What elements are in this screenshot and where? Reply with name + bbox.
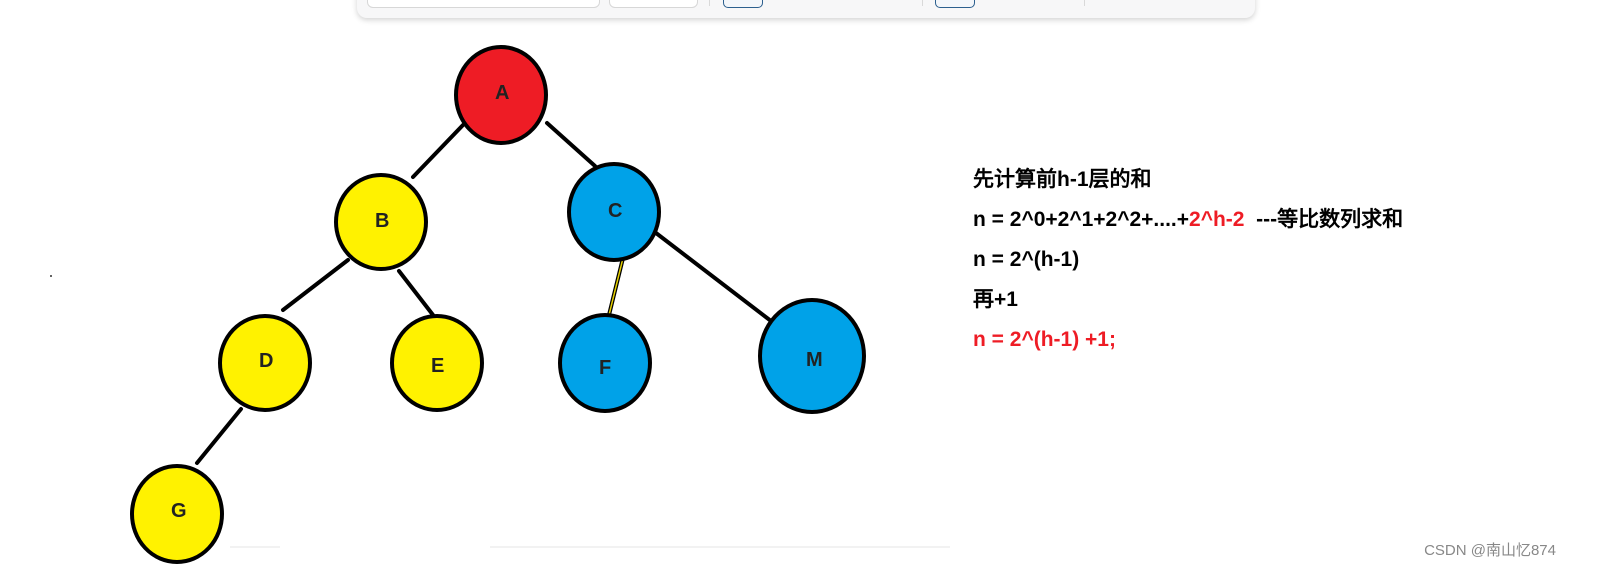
edge-b-e	[397, 269, 435, 317]
node-f: F	[558, 313, 652, 413]
node-m: M	[758, 298, 866, 414]
formula-line-3-text: n = 2^(h-1)	[973, 248, 1080, 271]
node-circle-c	[567, 162, 661, 262]
edge-d-g	[195, 407, 243, 465]
tree-edges	[195, 121, 773, 465]
toolbar-separator	[1084, 0, 1085, 6]
edge-c-m	[654, 231, 773, 323]
edge-highlight-c-f	[608, 257, 624, 316]
node-label-g: G	[171, 500, 187, 522]
formula-line-1-text: 先计算前h-1层的和	[973, 168, 1152, 191]
node-circle-a	[454, 45, 548, 145]
formula-block: 先计算前h-1层的和 n = 2^0+2^1+2^2+....+2^h-2 --…	[973, 160, 1403, 360]
stray-dot	[50, 275, 52, 277]
formula-line-2-suffix: ---等比数列求和	[1244, 208, 1404, 231]
node-a: A	[454, 45, 548, 145]
node-label-d: D	[259, 350, 273, 372]
csdn-watermark: CSDN @南山忆874	[1424, 542, 1556, 559]
node-label-f: F	[599, 357, 611, 379]
formula-line-5: n = 2^(h-1) +1;	[973, 320, 1403, 360]
node-circle-d	[218, 314, 312, 412]
toolbar-button[interactable]	[723, 0, 763, 8]
node-circle-m	[758, 298, 866, 414]
node-circle-e	[390, 314, 484, 412]
node-label-e: E	[431, 355, 444, 377]
formula-line-5-text: n = 2^(h-1) +1;	[973, 328, 1116, 351]
node-circle-b	[334, 173, 428, 271]
node-c: C	[567, 162, 661, 262]
node-e: E	[390, 314, 484, 412]
toolbar-button[interactable]	[935, 0, 975, 8]
top-toolbar	[357, 0, 1255, 18]
toolbar-separator	[922, 0, 923, 6]
node-label-m: M	[806, 349, 823, 371]
formula-line-2-highlight: 2^h-2	[1189, 208, 1245, 231]
formula-line-4: 再+1	[973, 280, 1403, 320]
node-circle-f	[558, 313, 652, 413]
node-label-a: A	[495, 82, 509, 104]
formula-line-2-prefix: n = 2^0+2^1+2^2+....+	[973, 208, 1190, 231]
formula-line-4-text: 再+1	[973, 288, 1018, 311]
node-label-b: B	[375, 210, 389, 232]
node-g: G	[130, 464, 224, 564]
edge-a-c	[545, 121, 597, 168]
node-b: B	[334, 173, 428, 271]
formula-line-1: 先计算前h-1层的和	[973, 160, 1403, 200]
node-d: D	[218, 314, 312, 412]
edge-b-d	[281, 258, 350, 312]
toolbar-separator	[709, 0, 710, 6]
formula-line-2: n = 2^0+2^1+2^2+....+2^h-2 ---等比数列求和	[973, 200, 1403, 240]
toolbar-dropdown[interactable]	[609, 0, 698, 8]
edge-a-b	[411, 123, 465, 179]
formula-line-3: n = 2^(h-1)	[973, 240, 1403, 280]
node-circle-g	[130, 464, 224, 564]
node-label-c: C	[608, 200, 622, 222]
toolbar-input[interactable]	[367, 0, 600, 8]
tree-nodes: A B C D E F M G	[130, 45, 866, 564]
